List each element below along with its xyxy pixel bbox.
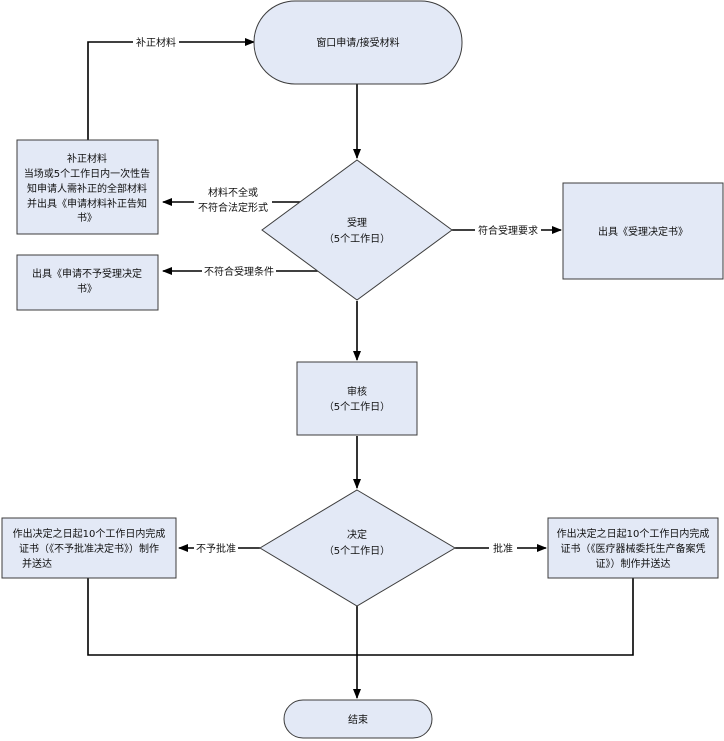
disapprove-line-2: 证书（《不予批准决定书》）制作	[19, 542, 159, 555]
approve-box	[547, 517, 719, 579]
incomplete-label-line-1: 材料不全或	[208, 186, 258, 199]
supplement-line-2: 当场或5个工作日内一次性告	[24, 167, 150, 180]
supplement-loop-label: 补正材料	[136, 36, 176, 49]
edge-approve-to-merge	[357, 578, 634, 656]
review-line-2: （5个工作日）	[324, 401, 390, 413]
accept-notice-label: 出具《受理决定书》	[598, 225, 688, 238]
end-label: 结束	[348, 713, 368, 726]
supplement-line-4: 并出具《申请材料补正告知	[27, 197, 147, 210]
approve-line-3: 证》）制作并送达	[596, 557, 671, 570]
reject-notice-box	[16, 254, 159, 311]
not-meet-label-bg	[202, 264, 276, 278]
accept-decision-line-1: 受理	[347, 217, 367, 229]
review-line-1: 审核	[347, 385, 367, 398]
meets-label-bg	[475, 223, 541, 237]
review-box	[296, 361, 418, 436]
start-terminal	[253, 0, 463, 85]
supplement-loop-label-bg	[133, 35, 179, 49]
reject-notice-line-1: 出具《申请不予受理决定	[32, 267, 142, 280]
decide-diamond	[259, 489, 456, 607]
not-approve-label: 不予批准	[196, 542, 236, 555]
meets-label: 符合受理要求	[478, 224, 538, 237]
not-meet-label: 不符合受理条件	[204, 265, 274, 278]
disapprove-line-3: 并送达	[22, 557, 52, 570]
approve-line-1: 作出决定之日起10个工作日内完成	[557, 527, 710, 540]
decide-line-2: （5个工作日）	[324, 545, 390, 557]
disapprove-box	[1, 517, 177, 579]
approve-line-2: 证书（《医疗器械委托生产备案凭	[561, 542, 706, 555]
accept-decision-diamond	[261, 159, 453, 301]
approve-label-bg	[489, 541, 517, 555]
accept-notice-box	[562, 182, 724, 280]
reject-notice-line-2: 书》	[77, 283, 97, 295]
end-terminal	[283, 699, 433, 739]
start-label: 窗口申请/接受材料	[316, 36, 399, 49]
disapprove-line-1: 作出决定之日起10个工作日内完成	[13, 527, 166, 540]
incomplete-label-line-2: 不符合法定形式	[198, 201, 268, 214]
supplement-line-3: 知申请人需补正的全部材料	[27, 182, 147, 195]
supplement-line-5: 书》	[77, 212, 97, 224]
approve-label: 批准	[493, 542, 513, 555]
supplement-box	[16, 139, 159, 235]
not-approve-label-bg	[194, 541, 238, 555]
supplement-line-1: 补正材料	[67, 152, 107, 165]
decide-line-1: 决定	[347, 528, 367, 541]
edge-supplement-loop	[87, 38, 255, 140]
incomplete-label-bg	[194, 185, 272, 215]
edge-disapprove-to-merge	[87, 578, 357, 656]
accept-decision-line-2: （5个工作日）	[324, 233, 390, 245]
